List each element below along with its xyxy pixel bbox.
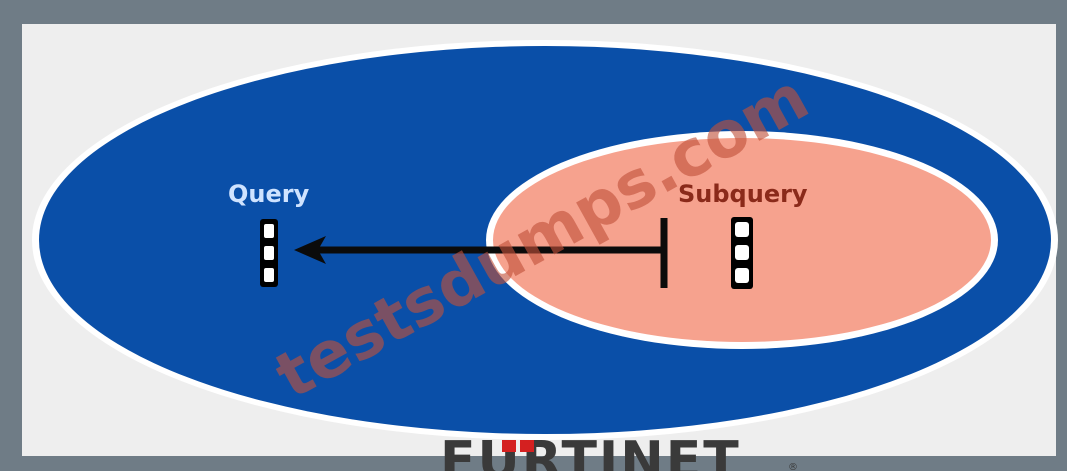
logo-accent-tile: [520, 440, 534, 452]
logo-registered-mark: ®: [788, 462, 798, 471]
fortinet-logo: FURTINET ®: [440, 431, 798, 471]
left-arrow-icon: [294, 218, 668, 288]
query-label: Query: [228, 180, 310, 208]
logo-text: FURTINET: [440, 431, 741, 471]
subquery-label: Subquery: [678, 180, 808, 208]
subquery-table-icon: [731, 217, 753, 289]
query-table-icon: [260, 219, 278, 287]
logo-accent-tile: [502, 440, 516, 452]
